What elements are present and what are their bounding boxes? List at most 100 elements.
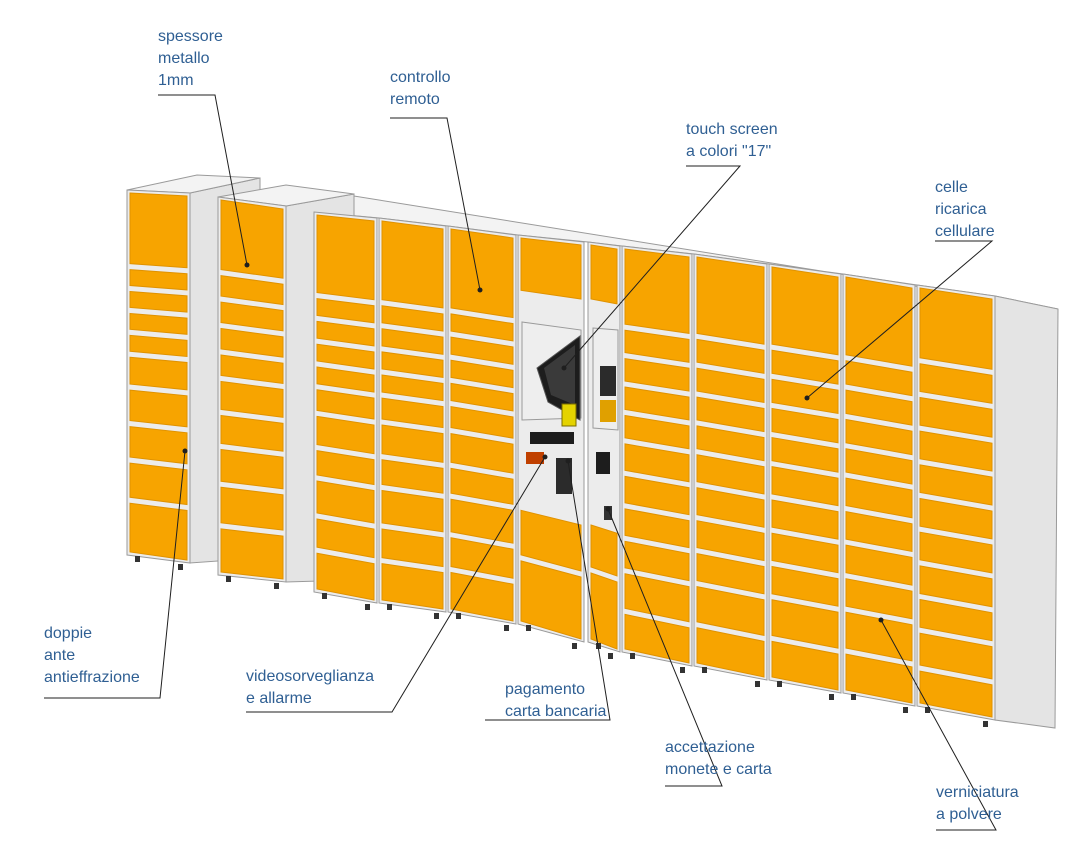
locker-door — [624, 573, 690, 623]
locker-door — [624, 443, 690, 483]
locker-door — [771, 532, 839, 574]
callout-line: 1mm — [158, 72, 194, 89]
callout-line: accettazione — [665, 739, 755, 756]
callout-touch-screen: touch screen a colori "17" — [686, 119, 778, 163]
locker-door — [450, 498, 514, 544]
locker-door — [450, 467, 514, 505]
locker-door — [624, 248, 690, 334]
locker-door — [520, 509, 582, 572]
card-reader — [604, 506, 612, 520]
locker-door — [771, 436, 839, 473]
locker-foot — [777, 681, 782, 687]
locker-door — [919, 565, 993, 608]
locker-door — [624, 358, 690, 392]
locker-door — [450, 432, 514, 474]
leader-line — [44, 450, 186, 699]
locker-door — [450, 359, 514, 389]
callout-line: e allarme — [246, 690, 312, 707]
locker-door — [316, 214, 375, 301]
locker-door — [316, 518, 375, 559]
leader-dot — [542, 454, 548, 460]
locker-door — [316, 552, 375, 601]
leader-dot — [878, 617, 884, 623]
callout-line: touch screen — [686, 121, 778, 138]
locker-door — [450, 405, 514, 439]
locker-door — [696, 487, 765, 528]
locker-door — [696, 338, 765, 374]
locker-door — [381, 489, 444, 533]
leader-dot — [244, 262, 250, 268]
callout-doppie-ante: doppie ante antieffrazione — [44, 623, 140, 689]
callout-line: a colori "17" — [686, 143, 772, 160]
locker-door — [845, 653, 913, 704]
locker-door — [129, 192, 188, 269]
locker-door — [624, 329, 690, 363]
leader-dot — [804, 395, 810, 401]
locker-door — [845, 544, 913, 586]
callout-line: ante — [44, 647, 76, 664]
callout-line: controllo — [390, 69, 451, 86]
locker-foot — [925, 707, 930, 713]
locker-foot — [702, 667, 707, 673]
callout-line: pagamento — [505, 681, 586, 698]
locker-door — [316, 366, 375, 393]
locker-door — [696, 585, 765, 637]
locker-door — [450, 313, 514, 342]
locker-door — [220, 275, 284, 306]
locker-door — [381, 374, 444, 402]
locker-door — [919, 670, 993, 718]
locker-door — [771, 565, 839, 607]
callout-line: cellulare — [935, 223, 995, 240]
locker-door — [919, 287, 993, 370]
callout-line: metallo — [158, 50, 210, 67]
locker-door — [624, 508, 690, 549]
locker-door — [220, 199, 284, 279]
locker-door — [220, 528, 284, 580]
locker-door — [129, 462, 188, 506]
locker-door — [220, 414, 284, 452]
locker-door — [520, 237, 582, 300]
callout-line: monete e carta — [665, 761, 772, 778]
leader-line — [880, 619, 997, 831]
locker-door — [919, 363, 993, 404]
locker-door — [696, 520, 765, 562]
locker-door — [450, 228, 514, 319]
locker-door — [381, 328, 444, 355]
card-slot-panel — [530, 432, 574, 444]
leader-line — [158, 94, 248, 266]
callout-pagamento-carta: pagamento carta bancaria — [505, 679, 606, 723]
locker-door — [919, 531, 993, 574]
locker-door — [771, 407, 839, 444]
callout-controllo-remoto: controllo remoto — [390, 67, 450, 111]
cash-slot — [556, 458, 572, 494]
locker-door — [771, 599, 839, 649]
locker-door — [771, 499, 839, 540]
locker-door — [381, 424, 444, 463]
locker-foot — [504, 625, 509, 631]
locker-door — [771, 266, 839, 356]
callout-line: ricarica — [935, 201, 987, 218]
callout-line: verniciatura — [936, 784, 1019, 801]
locker-door — [624, 540, 690, 582]
locker-door — [316, 389, 375, 420]
locker-door — [129, 291, 188, 313]
locker-foot — [322, 593, 327, 599]
leader-line — [607, 508, 723, 787]
locker-door — [624, 475, 690, 516]
locker-door — [316, 480, 375, 524]
callout-line: carta bancaria — [505, 703, 607, 720]
leader-dot — [477, 287, 483, 293]
callout-verniciatura: verniciatura a polvere — [936, 782, 1019, 826]
leader-line — [563, 165, 742, 369]
locker-door — [129, 426, 188, 465]
locker-foot — [903, 707, 908, 713]
locker-door — [696, 367, 765, 404]
locker-door — [450, 382, 514, 412]
leader-line — [806, 240, 994, 399]
callout-line: videosorveglianza — [246, 668, 375, 685]
locker-door — [129, 269, 188, 291]
locker-foot — [829, 694, 834, 700]
callout-celle-ricarica: celle ricarica cellulare — [935, 177, 995, 243]
locker-door — [696, 454, 765, 495]
